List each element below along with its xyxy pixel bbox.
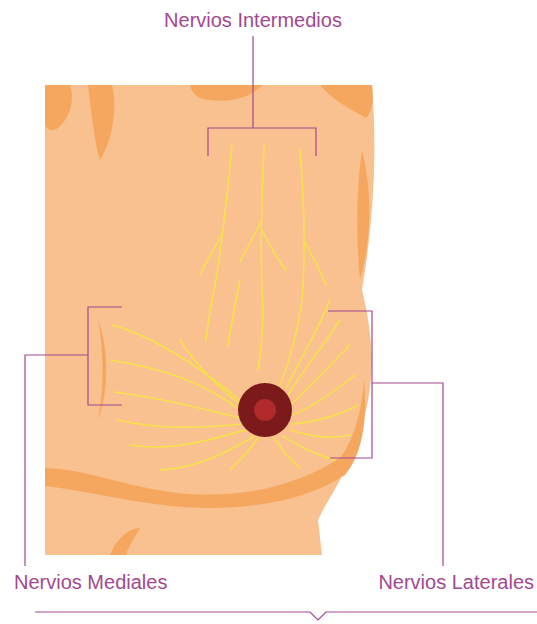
nerves	[110, 145, 358, 470]
nipple	[254, 399, 276, 421]
shade	[190, 85, 262, 101]
torso-skin	[45, 85, 374, 555]
shade	[45, 85, 72, 130]
shade	[110, 528, 140, 555]
shade	[88, 85, 114, 160]
nerve-label: Nervios Intermedios	[164, 8, 342, 32]
shade	[357, 150, 369, 280]
areola	[238, 383, 292, 437]
inframammary-fold	[45, 380, 365, 508]
shade	[320, 85, 373, 118]
nerve-label: Nervios Mediales	[14, 570, 167, 594]
leader-lines	[25, 36, 537, 620]
nerve-label: Nervios Laterales	[378, 570, 534, 594]
